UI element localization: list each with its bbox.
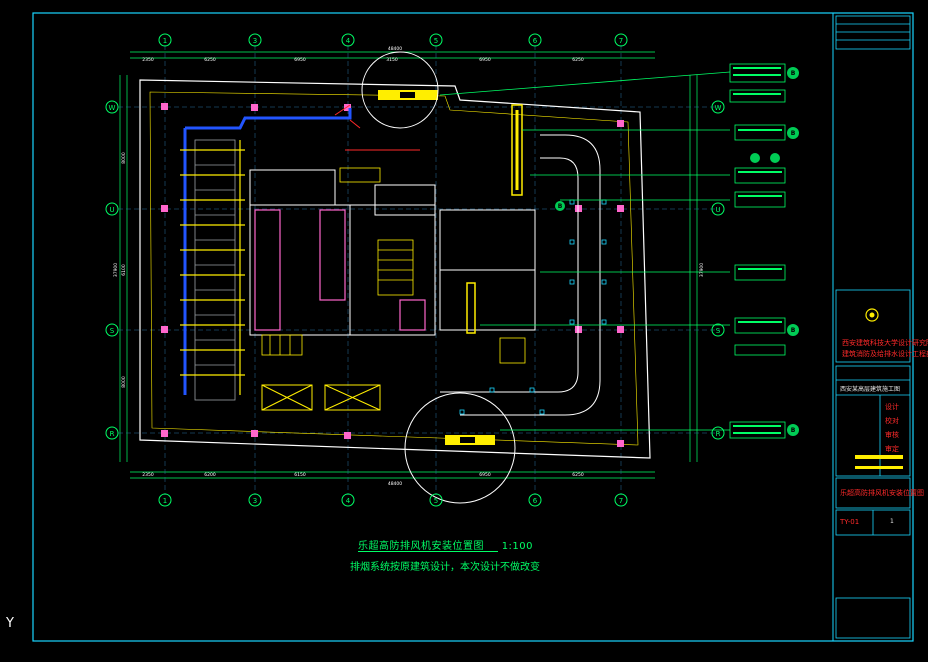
fan-unit-bottom <box>445 435 495 445</box>
dim-bottom: 6200 <box>204 472 216 478</box>
axis-bubbles <box>105 33 725 507</box>
ramp-lights <box>459 199 607 415</box>
company-line1: 西安建筑科技大学设计研究院 <box>842 339 928 347</box>
dim-bottom: 2350 <box>142 472 154 478</box>
dim-top: 6950 <box>479 57 491 63</box>
tag-markers-right <box>555 67 799 436</box>
axis-col-label: 4 <box>346 37 351 45</box>
vehicle-ramp-inner <box>440 157 579 393</box>
fan-unit-right <box>511 104 523 196</box>
drawing-name-block: 乐超高防排风机安装位置图 <box>840 489 924 497</box>
axis-col-label: 1 <box>163 497 167 505</box>
tag-label: B <box>791 70 796 77</box>
axis-grid-lines <box>118 45 720 495</box>
axis-col-label: 7 <box>619 37 623 45</box>
leader-lines-red <box>334 104 420 151</box>
tag-label: B <box>791 327 796 334</box>
dim-top: 6950 <box>294 57 306 63</box>
sign-label: 审定 <box>885 445 899 453</box>
axis-col-label: 6 <box>533 37 538 45</box>
dim-left: 6100 <box>121 264 127 276</box>
annotation-boxes-right <box>729 63 786 439</box>
shaft-openings <box>261 384 381 411</box>
company-logo-icon <box>865 308 879 322</box>
stairs <box>261 167 526 364</box>
sheet-number: 1 <box>890 518 894 525</box>
sign-label: 校对 <box>885 417 899 425</box>
axis-row-label: R <box>716 430 721 438</box>
leader-lines-right <box>439 71 731 431</box>
axis-col-label: 7 <box>619 497 623 505</box>
drawing-title: 乐超高防排风机安装位置图 1:100 <box>358 537 533 552</box>
company-line2: 建筑消防及给排水设计工程部 <box>842 350 928 358</box>
dim-top: 2350 <box>142 57 154 63</box>
title-block-highlight-2 <box>855 466 903 469</box>
axis-col-label: 1 <box>163 37 167 45</box>
dim-total-left: 37900 <box>113 263 119 277</box>
smoke-exhaust-duct-main <box>185 108 352 130</box>
duct-branches-yellow <box>180 140 245 395</box>
axis-row-label: S <box>110 327 115 335</box>
axis-col-label: 3 <box>253 497 257 505</box>
axis-row-label: U <box>715 206 720 214</box>
axis-col-label: 5 <box>434 497 438 505</box>
company-logo-core <box>869 312 875 318</box>
drawing-title-text: 乐超高防排风机安装位置图 <box>358 541 484 552</box>
dim-bottom: 6150 <box>294 472 306 478</box>
callout-circle-bottom <box>404 392 516 504</box>
core-walls <box>249 169 536 336</box>
axis-row-label: U <box>109 206 114 214</box>
callout-circle-top <box>361 51 439 129</box>
axis-row-label: R <box>110 430 115 438</box>
sign-label: 设计 <box>885 403 899 411</box>
tag-label: B <box>558 203 563 210</box>
drawing-border <box>32 12 914 642</box>
ucs-axis-y-label: Y <box>6 616 14 631</box>
drawing-scale: 1:100 <box>501 541 534 552</box>
dim-left: 8000 <box>121 152 127 164</box>
annotation-text-bars <box>733 67 782 434</box>
axis-row-label: S <box>716 327 721 335</box>
project-name: 西安某高层建筑施工图 <box>840 386 901 393</box>
dim-top: 6250 <box>572 57 584 63</box>
axis-col-label: 3 <box>253 37 257 45</box>
axis-col-label: 4 <box>346 497 351 505</box>
dim-top: 6250 <box>204 57 216 63</box>
dim-total-top: 48400 <box>388 46 402 52</box>
fan-unit-middle <box>466 282 476 334</box>
tag-label: B <box>791 130 796 137</box>
dimension-lines <box>119 51 698 479</box>
dim-bottom: 6950 <box>479 472 491 478</box>
axis-col-label: 6 <box>533 497 538 505</box>
building-outline <box>139 79 651 459</box>
title-underline <box>358 551 498 552</box>
drawing-note: 排烟系统按原建筑设计，本次设计不做改变 <box>350 562 540 573</box>
tag-label: B <box>791 427 796 434</box>
dim-left: 8000 <box>121 376 127 388</box>
axis-row-label: W <box>109 104 116 112</box>
title-block-highlight <box>855 455 903 459</box>
dim-bottom: 6250 <box>572 472 584 478</box>
sign-label: 审核 <box>885 431 899 439</box>
title-block <box>835 15 911 639</box>
fan-units-left <box>194 139 236 401</box>
axis-row-label: W <box>715 104 722 112</box>
building-outline-inner <box>149 91 639 446</box>
dim-total-right: 37900 <box>699 263 705 277</box>
dim-top: 3150 <box>386 57 398 63</box>
dim-total-bottom: 48400 <box>388 481 402 487</box>
core-walls-magenta <box>254 209 426 331</box>
vehicle-ramp <box>460 134 601 416</box>
drawing-number: TY-01 <box>840 518 860 526</box>
fan-unit-top <box>378 90 438 100</box>
axis-col-label: 5 <box>434 37 438 45</box>
